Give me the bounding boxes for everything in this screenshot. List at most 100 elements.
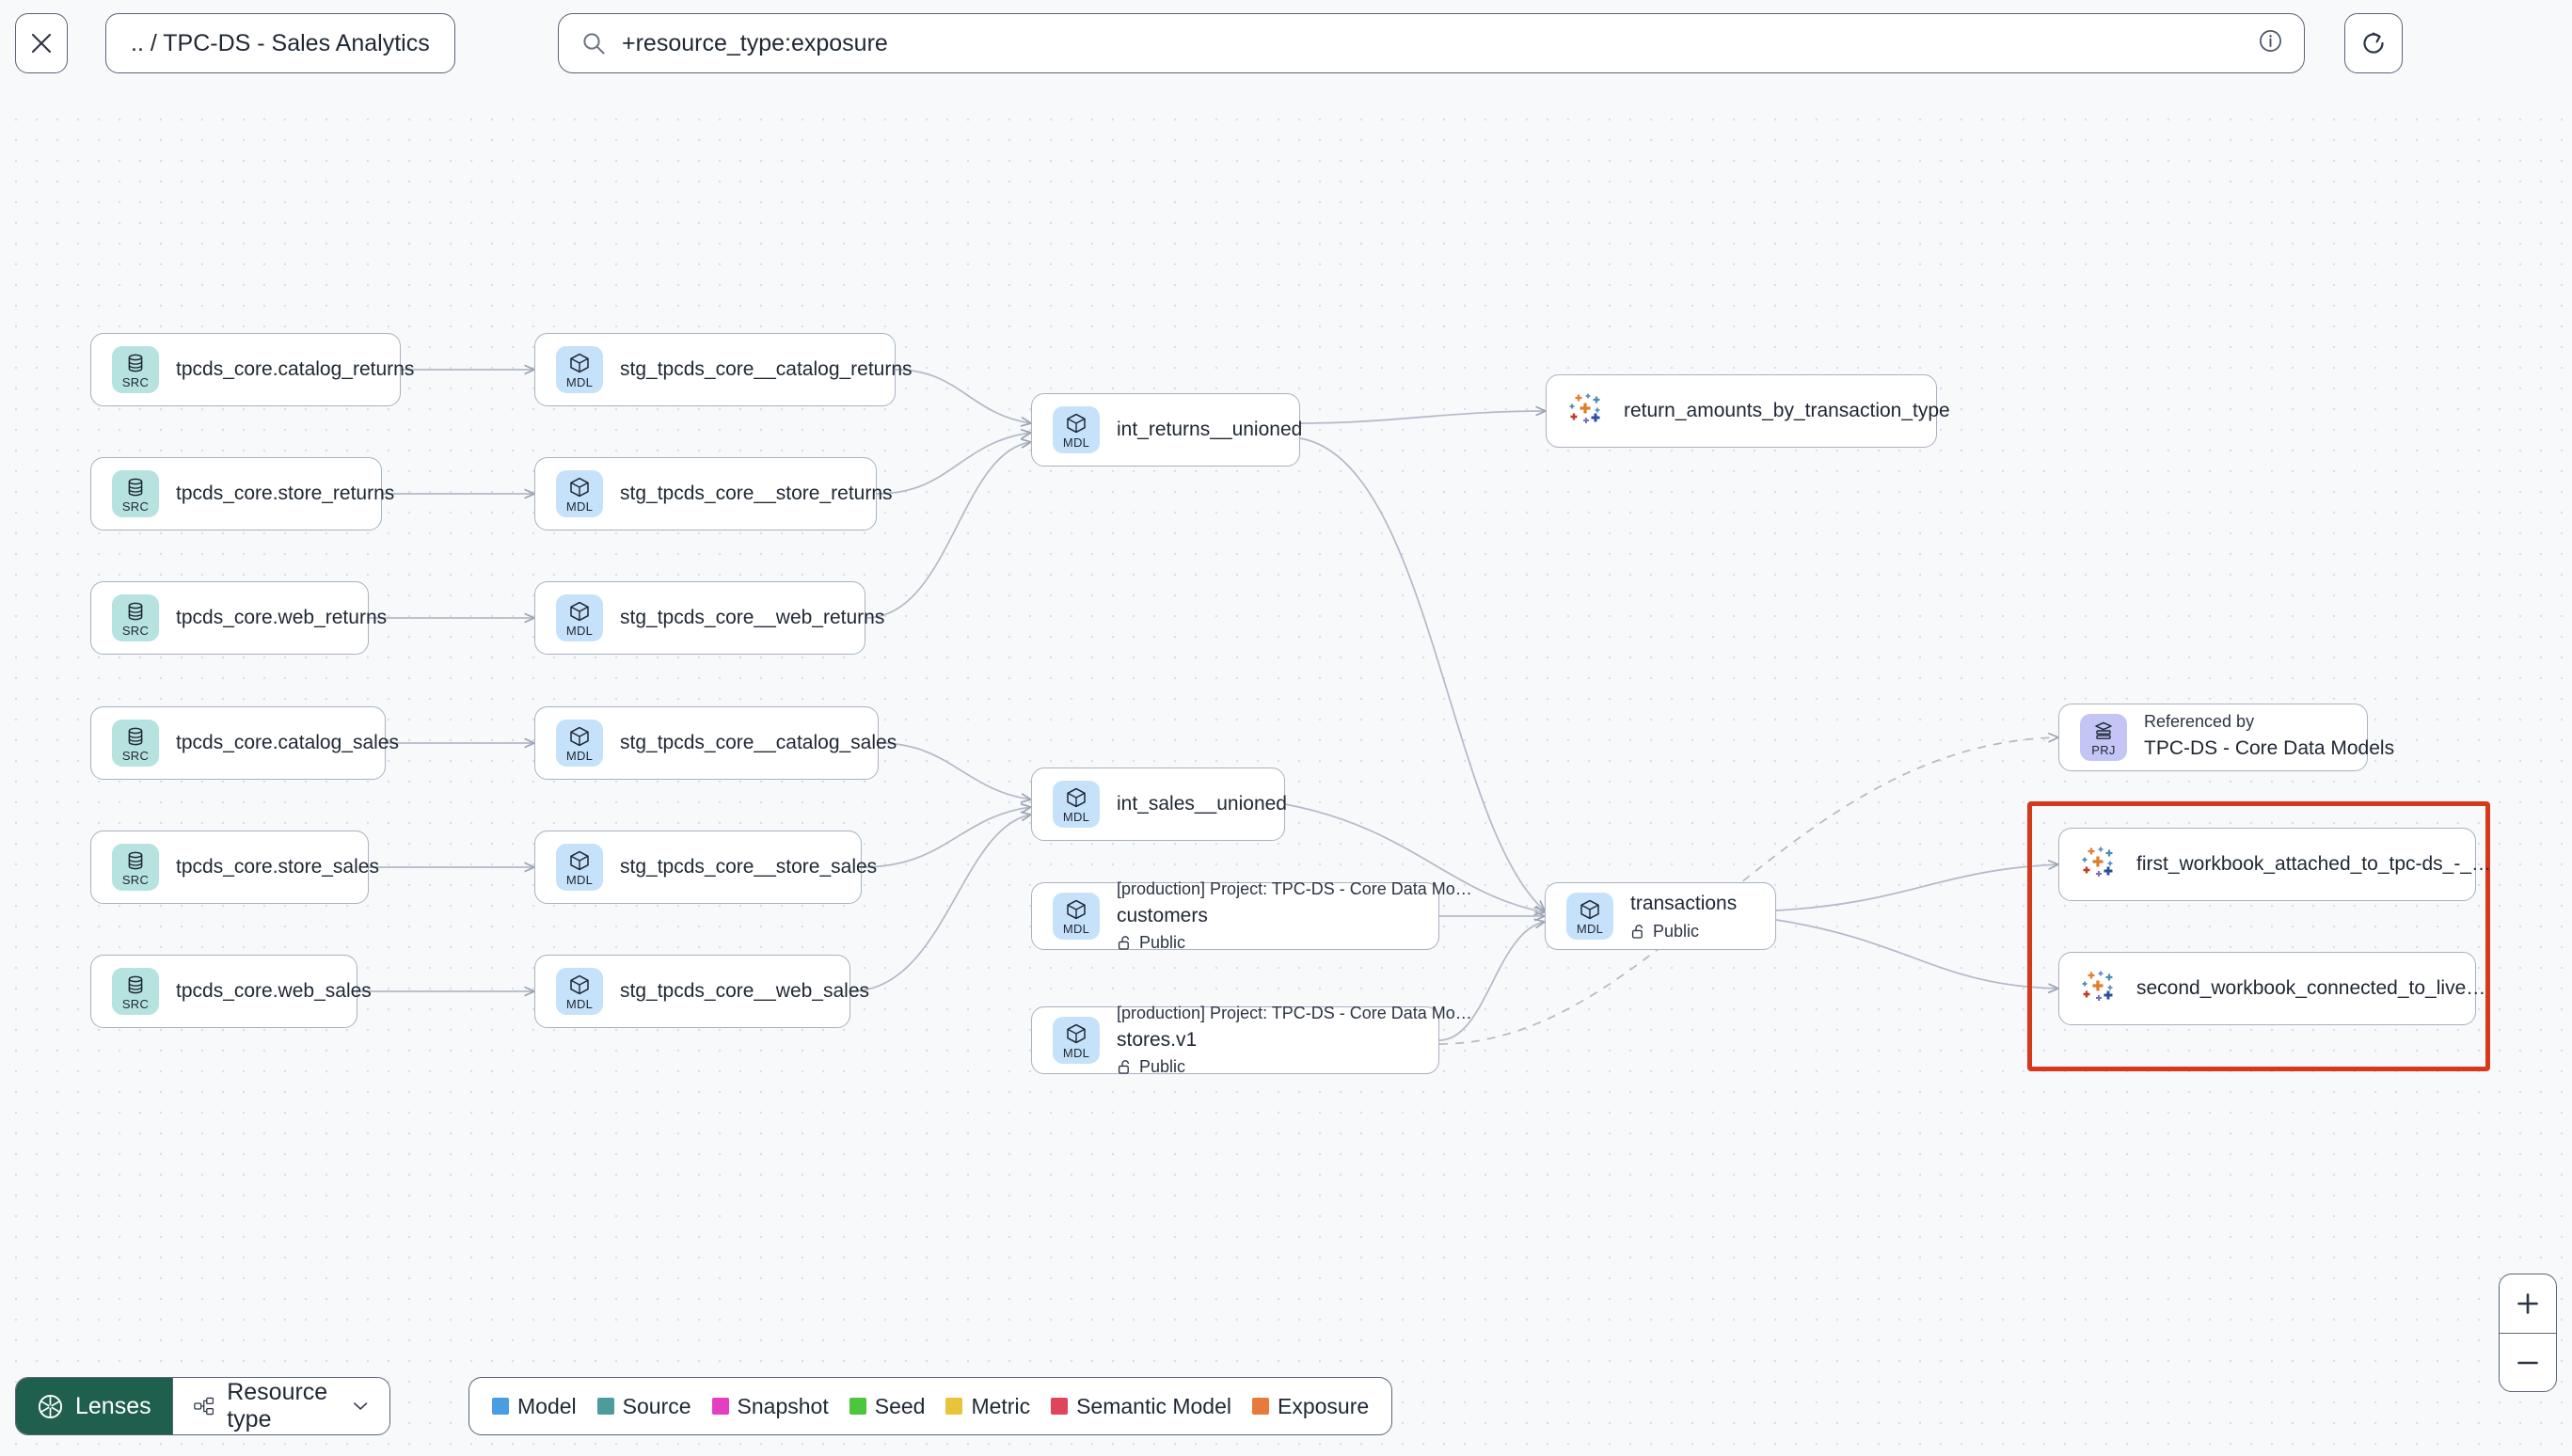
- badge-label: MDL: [1062, 809, 1090, 824]
- legend-item-source[interactable]: Source: [596, 1394, 691, 1419]
- lenses-label: Lenses: [75, 1392, 151, 1419]
- badge-label: SRC: [121, 872, 150, 887]
- unlock-icon: [1631, 924, 1643, 939]
- legend-label: Exposure: [1278, 1393, 1370, 1418]
- node-mdl-int-returns-unioned[interactable]: MDL int_returns__unioned: [1031, 393, 1302, 467]
- cube-icon: [570, 974, 589, 994]
- node-mdl-stores-v1[interactable]: MDL [production] Project: TPC-DS - Core D…: [1031, 1004, 1472, 1076]
- node-label: transactions: [1630, 893, 1738, 915]
- plus-icon: [2517, 1293, 2538, 1314]
- legend-label: Metric: [971, 1393, 1031, 1418]
- node-mdl-stg-catalog-returns[interactable]: MDL stg_tpcds_core__catalog_returns: [534, 333, 913, 406]
- legend-item-snapshot[interactable]: Snapshot: [711, 1394, 829, 1419]
- node-exp-second-workbook[interactable]: second_workbook_connected_to_live…: [2058, 952, 2485, 1025]
- legend-item-exposure[interactable]: Exposure: [1252, 1394, 1369, 1419]
- node-text: first_workbook_attached_to_tpc-ds_-_…: [2136, 851, 2491, 878]
- badge-label: MDL: [1062, 921, 1090, 936]
- node-type-badge-mdl: MDL: [556, 470, 603, 517]
- node-label: stores.v1: [1117, 1028, 1198, 1051]
- legend-item-model[interactable]: Model: [492, 1394, 577, 1419]
- lenses-button[interactable]: Lenses: [16, 1378, 172, 1434]
- search-icon: [581, 31, 607, 56]
- zoom-in-button[interactable]: [2500, 1274, 2556, 1333]
- node-type-badge-mdl: MDL: [556, 346, 603, 393]
- badge-label: MDL: [565, 996, 594, 1011]
- node-exp-first-workbook[interactable]: first_workbook_attached_to_tpc-ds_-_…: [2058, 828, 2491, 901]
- badge-label: MDL: [1576, 921, 1604, 936]
- badge-label: MDL: [565, 374, 594, 389]
- resource-type-dropdown[interactable]: Resource type: [171, 1378, 389, 1434]
- legend-swatch: [1252, 1398, 1269, 1415]
- node-type-badge-src: SRC: [112, 346, 159, 393]
- info-icon[interactable]: [2258, 28, 2283, 58]
- node-visibility-label: Public: [1139, 1057, 1186, 1077]
- node-mdl-stg-web-sales[interactable]: MDL stg_tpcds_core__web_sales: [534, 955, 869, 1028]
- node-mdl-stg-web-returns[interactable]: MDL stg_tpcds_core__web_returns: [534, 581, 884, 655]
- node-type-badge-mdl: MDL: [1053, 406, 1100, 453]
- legend-item-semantic-model[interactable]: Semantic Model: [1051, 1394, 1231, 1419]
- minus-icon: [2517, 1361, 2538, 1364]
- node-text: [production] Project: TPC-DS - Core Data…: [1117, 1004, 1472, 1077]
- node-text: stg_tpcds_core__web_sales: [620, 978, 869, 1005]
- node-type-badge-prj: PRJ: [2080, 714, 2127, 761]
- cube-icon: [1067, 413, 1086, 433]
- cube-icon: [1067, 899, 1086, 919]
- cube-icon: [1067, 1023, 1086, 1043]
- refresh-button[interactable]: [2344, 13, 2403, 73]
- legend-swatch: [596, 1398, 614, 1415]
- close-button[interactable]: [15, 13, 68, 73]
- node-visibility: Public: [1117, 933, 1472, 953]
- node-text: tpcds_core.store_returns: [176, 481, 394, 507]
- node-label: return_amounts_by_transaction_type: [1624, 399, 1950, 421]
- exposure-dashboard-icon: [2082, 971, 2113, 1001]
- node-type-badge-mdl: MDL: [1053, 1017, 1100, 1064]
- node-text: tpcds_core.catalog_sales: [176, 730, 399, 756]
- breadcrumb-label: .. / TPC-DS - Sales Analytics: [131, 29, 430, 56]
- node-label: int_returns__unioned: [1117, 418, 1303, 440]
- legend-label: Model: [517, 1393, 577, 1418]
- legend-item-metric[interactable]: Metric: [945, 1394, 1030, 1419]
- node-src-catalog-returns[interactable]: SRC tpcds_core.catalog_returns: [90, 333, 414, 406]
- breadcrumb[interactable]: .. / TPC-DS - Sales Analytics: [105, 13, 455, 73]
- unlock-icon: [1118, 936, 1130, 950]
- node-label: stg_tpcds_core__catalog_returns: [620, 357, 913, 380]
- node-src-catalog-sales[interactable]: SRC tpcds_core.catalog_sales: [90, 706, 399, 780]
- badge-label: MDL: [565, 499, 594, 514]
- node-text: tpcds_core.web_sales: [176, 978, 372, 1005]
- project-icon: [2095, 721, 2112, 739]
- exposure-dashboard-icon: [2082, 847, 2113, 877]
- cube-icon: [570, 601, 589, 621]
- node-label: customers: [1117, 904, 1208, 926]
- legend-swatch: [492, 1398, 509, 1415]
- node-subtitle-top: [production] Project: TPC-DS - Core Data…: [1117, 878, 1472, 898]
- database-icon: [128, 727, 143, 745]
- node-type-badge-src: SRC: [112, 844, 159, 891]
- database-icon: [128, 975, 143, 993]
- search-input[interactable]: +resource_type:exposure: [558, 13, 2305, 73]
- legend-item-seed[interactable]: Seed: [849, 1394, 925, 1419]
- node-label: second_workbook_connected_to_live…: [2136, 976, 2486, 999]
- node-mdl-customers[interactable]: MDL [production] Project: TPC-DS - Core D…: [1031, 879, 1472, 952]
- node-text: int_returns__unioned: [1117, 417, 1302, 443]
- node-type-badge-mdl: MDL: [556, 594, 603, 641]
- node-type-badge-src: SRC: [112, 470, 159, 517]
- exposure-dashboard-icon: [1569, 393, 1600, 423]
- node-type-badge-src: SRC: [112, 720, 159, 767]
- node-exp-return-amounts[interactable]: return_amounts_by_transaction_type: [1546, 374, 1950, 448]
- node-text: tpcds_core.catalog_returns: [176, 356, 414, 383]
- node-src-store-returns[interactable]: SRC tpcds_core.store_returns: [90, 457, 394, 530]
- database-icon: [128, 354, 143, 372]
- zoom-out-button[interactable]: [2500, 1333, 2556, 1391]
- node-text: stg_tpcds_core__web_returns: [620, 605, 884, 631]
- legend-swatch: [945, 1398, 963, 1415]
- node-label: stg_tpcds_core__web_sales: [620, 979, 870, 1002]
